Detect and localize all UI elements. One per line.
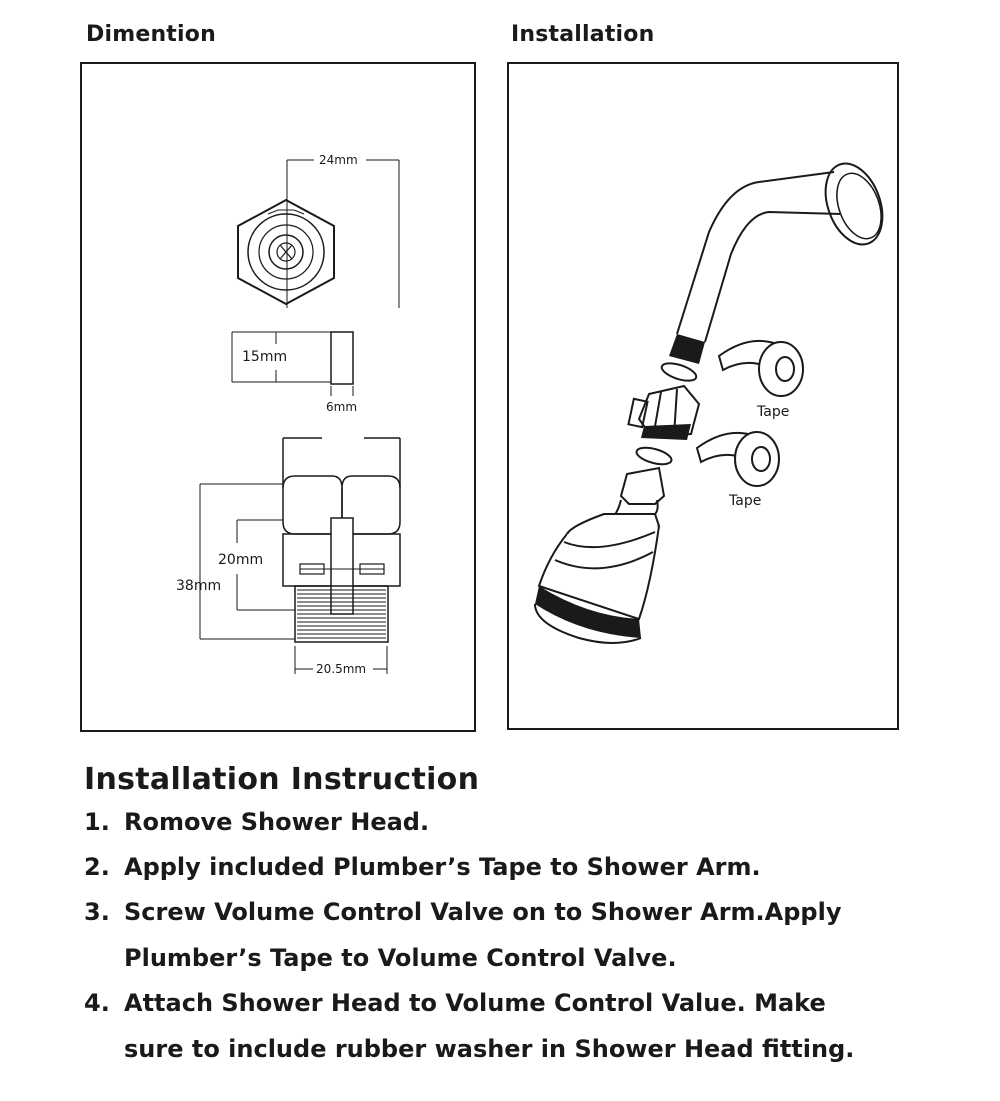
instruction-steps-list: 1. Romove Shower Head. 2. Apply included Pl… [84, 807, 964, 1064]
dim-label-width-top: 24mm [319, 153, 358, 167]
instruction-step: 3. Screw Volume Control Valve on to Showe… [84, 897, 964, 973]
step-line: Apply included Plumber’s Tape to Shower … [124, 853, 761, 881]
shower-head-connector [619, 466, 666, 505]
step-line: Romove Shower Head. [124, 808, 430, 836]
instruction-step: 2. Apply included Plumber’s Tape to Showe… [84, 852, 964, 882]
installation-drawing-panel: Tape Tape [507, 62, 899, 730]
tape-label-2: Tape [728, 493, 761, 509]
threaded-section [294, 585, 389, 643]
instructions-title: Installation Instruction [84, 762, 480, 797]
installation-section-title: Installation [511, 22, 655, 47]
washer-1 [660, 362, 698, 382]
nut-outer-ring [247, 213, 325, 291]
step-text: Apply included Plumber’s Tape to Shower … [124, 852, 964, 882]
dim-label-inner-height: 20mm [218, 552, 263, 568]
step-number: 3. [84, 898, 110, 926]
step-number: 4. [84, 989, 110, 1017]
arm-thread-end [669, 334, 705, 364]
instruction-step: 4. Attach Shower Head to Volume Control V… [84, 988, 964, 1064]
instruction-step: 1. Romove Shower Head. [84, 807, 964, 837]
step-line: Plumber’s Tape to Volume Control Valve. [124, 944, 677, 972]
step-line: Screw Volume Control Valve on to Shower … [124, 898, 842, 926]
dimension-section-title: Dimention [86, 22, 216, 47]
installation-drawing: Tape Tape [534, 162, 884, 644]
tape-label-1: Tape [756, 404, 789, 420]
step-text: Romove Shower Head. [124, 807, 964, 837]
nut-inner-hole [268, 234, 304, 270]
hex-nut-top-view [237, 198, 335, 306]
shower-head-body [537, 525, 660, 621]
step-line: Attach Shower Head to Volume Control Val… [124, 989, 826, 1017]
valve-thread-end [641, 424, 691, 440]
wall-flange [824, 162, 884, 246]
installation-instructions: Installation Instruction 1. Romove Shower… [84, 762, 964, 1079]
dimension-drawing: 24mm 15mm 6mm 20mm 38mm 20.5mm [176, 153, 401, 676]
dim-label-slot: 6mm [326, 400, 357, 414]
shower-head-rubber-band [535, 586, 641, 638]
step-text: Attach Shower Head to Volume Control Val… [124, 988, 964, 1064]
dim-label-total-height: 38mm [176, 578, 221, 594]
dimension-drawing-panel: 24mm 15mm 6mm 20mm 38mm 20.5mm [80, 62, 476, 732]
dim-label-thread-width: 20.5mm [316, 662, 366, 676]
washer-2 [635, 446, 673, 466]
step-text: Screw Volume Control Valve on to Shower … [124, 897, 964, 973]
tape-roll-2 [695, 431, 780, 487]
dim-label-thickness: 15mm [242, 349, 287, 365]
volume-control-valve [637, 384, 701, 438]
step-number: 1. [84, 808, 110, 836]
thread-lines [297, 589, 386, 639]
step-number: 2. [84, 853, 110, 881]
tape-roll-1 [717, 339, 804, 397]
valve-stem [330, 517, 354, 615]
shower-arm [676, 171, 835, 335]
step-line: sure to include rubber washer in Shower … [124, 1035, 855, 1063]
